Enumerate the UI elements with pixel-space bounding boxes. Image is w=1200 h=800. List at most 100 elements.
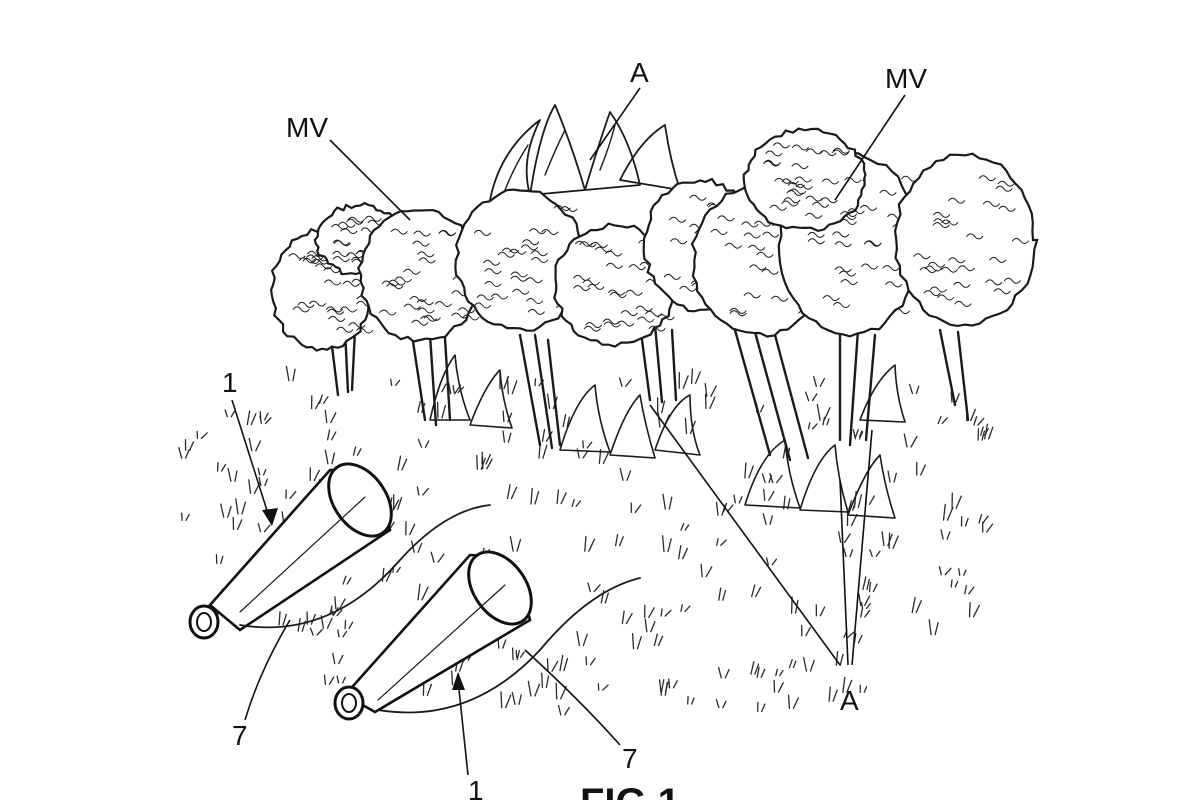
grass-tuft xyxy=(397,455,408,471)
shrub-texture xyxy=(510,271,528,278)
grass-tuft xyxy=(660,608,672,617)
grass-tuft xyxy=(978,513,989,524)
grass-tuft xyxy=(940,529,951,540)
label-mv-left: MV xyxy=(286,112,328,143)
shrub-texture xyxy=(637,316,655,323)
leader-lines xyxy=(231,87,906,776)
shrub-texture xyxy=(663,273,681,280)
shrub-texture xyxy=(530,250,548,257)
shrub-texture xyxy=(297,301,315,308)
shrub-texture xyxy=(476,294,494,301)
shrub-texture xyxy=(451,312,469,319)
grass-tuft xyxy=(928,619,939,636)
shrub-texture xyxy=(933,211,951,218)
shrub-texture xyxy=(749,264,767,271)
grass-tuft xyxy=(584,535,596,552)
shrub-texture xyxy=(832,149,850,156)
grass-tuft xyxy=(950,391,960,403)
shrub-texture xyxy=(484,268,502,275)
shrub-texture xyxy=(772,142,790,149)
shrub-texture xyxy=(573,274,591,281)
shrub-texture xyxy=(311,258,329,265)
shrub-texture xyxy=(966,233,984,240)
grass-tuft xyxy=(502,430,512,443)
grass-tuft xyxy=(816,403,831,421)
shrub-texture xyxy=(541,229,559,236)
grass-tuft xyxy=(716,538,727,546)
shrub-texture xyxy=(923,290,941,297)
shrub-texture xyxy=(342,280,360,287)
grass-tuft xyxy=(763,488,775,501)
grass-tuft xyxy=(309,627,323,636)
grass-tuft xyxy=(968,601,980,618)
grass-tuft xyxy=(680,604,691,613)
grass-tuft xyxy=(842,676,853,693)
shrub-texture xyxy=(521,244,538,251)
grass-tuft xyxy=(801,624,811,637)
grass-tuft xyxy=(336,675,346,684)
shrub-texture xyxy=(989,256,1007,263)
shrub-texture xyxy=(1003,277,1021,284)
shrub-texture xyxy=(954,300,972,307)
shrub-texture xyxy=(717,215,735,222)
grass-tuft xyxy=(787,694,800,710)
shrub-texture xyxy=(833,302,851,308)
shrub-texture xyxy=(774,177,792,184)
grass-tuft xyxy=(546,658,559,672)
grass-tuft xyxy=(416,486,429,496)
shrub-texture xyxy=(756,251,774,258)
shrub-texture xyxy=(527,308,545,315)
grass-tuft xyxy=(855,429,863,438)
shrub-texture xyxy=(819,150,837,157)
grass-tuft xyxy=(502,410,513,423)
grass-tuft xyxy=(704,393,716,410)
shrub-texture xyxy=(928,261,946,268)
shrub-texture xyxy=(587,283,605,290)
grass-tuft xyxy=(630,502,642,514)
grass-tuft xyxy=(761,473,773,483)
shrub-texture xyxy=(957,265,975,272)
grass-tuft xyxy=(733,494,743,504)
grass-tuft xyxy=(881,530,893,547)
shrub-texture xyxy=(324,279,342,286)
shrub-texture xyxy=(879,189,897,196)
shrub-texture xyxy=(609,292,627,298)
grass-tuft xyxy=(750,661,760,675)
grass-tuft xyxy=(235,498,247,515)
grass-tuft xyxy=(860,608,871,618)
shrub-texture xyxy=(595,246,612,253)
shrub-texture xyxy=(933,218,951,225)
shrub-texture xyxy=(418,257,436,264)
grass-tuft xyxy=(656,397,666,414)
grass-tuft xyxy=(661,535,672,553)
shrub-texture xyxy=(311,255,329,262)
grass-tuft xyxy=(614,533,624,547)
grass-tuft xyxy=(937,416,948,425)
grass-tuft xyxy=(751,584,762,598)
shrub-texture xyxy=(491,293,508,300)
grass-tuft xyxy=(903,433,918,448)
grass-tuft xyxy=(571,498,582,507)
shrub-texture xyxy=(483,259,501,266)
device-1-lower xyxy=(333,550,533,721)
shrub-texture xyxy=(840,279,858,286)
grass-tuft xyxy=(715,698,727,709)
shrub-texture xyxy=(333,240,351,247)
shrub-texture xyxy=(338,221,356,228)
grass-tuft xyxy=(506,484,518,500)
shrub-texture xyxy=(348,322,366,329)
shrub-texture xyxy=(820,197,838,204)
grass-tuft xyxy=(775,668,784,677)
plants-a-back xyxy=(489,104,681,201)
grass-tuft xyxy=(815,604,826,617)
shrub-texture xyxy=(417,251,435,258)
shrub-texture xyxy=(763,159,781,166)
shrub-texture xyxy=(635,305,653,312)
grass-tuft xyxy=(653,633,664,647)
shrub-texture xyxy=(602,318,620,325)
grass-tuft xyxy=(224,409,236,418)
shrub-texture xyxy=(525,277,543,284)
grass-tuft xyxy=(556,489,567,505)
shrub-texture xyxy=(997,180,1015,187)
shrub-texture xyxy=(420,315,438,322)
